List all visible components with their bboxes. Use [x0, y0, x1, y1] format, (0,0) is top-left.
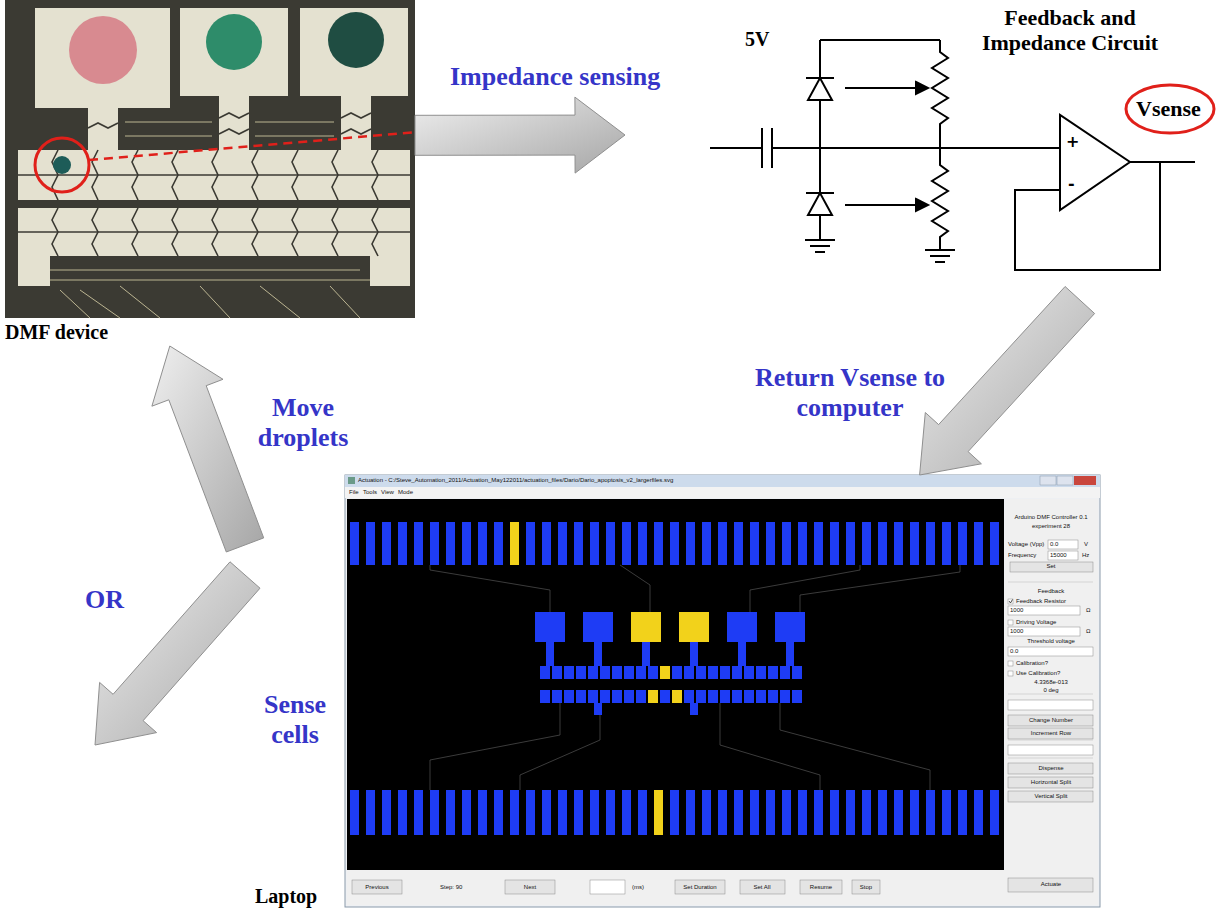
supply-label: 5V [745, 28, 769, 51]
opamp-sign: - [1068, 175, 1075, 193]
flow-arrow [415, 97, 625, 173]
unit: Ω [1086, 628, 1091, 635]
checkbox-label: Use Calibration? [1016, 670, 1060, 677]
panel-text: experiment 28 [1032, 523, 1070, 530]
field-value: 15000 [1050, 552, 1067, 559]
unit: Ω [1086, 607, 1091, 614]
menu-item: View [381, 489, 394, 496]
device-caption: Laptop [255, 885, 317, 908]
readout: 4.3368e-013 [1034, 679, 1068, 686]
button-text: Previous [365, 884, 388, 891]
button-text: Vertical Split [1034, 793, 1067, 800]
button-text: Stop [860, 884, 872, 891]
action-label: Sense cells [250, 690, 340, 750]
or-label: OR [85, 585, 124, 615]
unit: Hz [1082, 552, 1089, 559]
signal-name: Vsense [1136, 96, 1201, 121]
arrow-label: Impedance sensing [450, 62, 660, 92]
button-text: Set [1046, 563, 1055, 570]
dmf-photo [5, 0, 418, 318]
opamp-sign: + [1066, 133, 1079, 151]
readout: 0 deg [1043, 687, 1058, 694]
button-text: Horizontal Split [1031, 779, 1071, 786]
field-label: Frequency [1008, 552, 1036, 559]
button-text: Increment Row [1031, 730, 1071, 737]
impedance-circuit [710, 40, 1214, 270]
checkbox-label: Calibration? [1016, 660, 1048, 667]
flow-arrow [152, 346, 264, 552]
button-text: Dispense [1038, 765, 1063, 772]
button-text: Set All [753, 884, 770, 891]
field-value: 0.0 [1050, 541, 1058, 548]
menu-item: Mode [398, 489, 413, 496]
button-text: Change Number [1029, 717, 1073, 724]
arrow-label: Return Vsense to computer [730, 363, 970, 423]
window-title: Actuation - C:/Steve_Automation_2011/Act… [358, 477, 673, 484]
field-label: Voltage (Vpp) [1008, 541, 1044, 548]
circuit-panel: Feedback and Impedance Circuit [625, 0, 1215, 300]
field-label: Threshold voltage [1027, 638, 1075, 645]
arrow-label: Move droplets [248, 393, 358, 453]
device-photo: DMF device [5, 0, 415, 346]
checkbox-label: Driving Voltage [1016, 619, 1056, 626]
field-value: 1000 [1010, 628, 1023, 635]
software-screenshot [345, 475, 1100, 907]
button-text: Set Duration [683, 884, 716, 891]
field-value: 0.0 [1010, 648, 1018, 655]
circuit-title: Feedback and Impedance Circuit [965, 5, 1175, 56]
section-title: Feedback [1038, 588, 1064, 595]
unit: V [1084, 541, 1088, 548]
menu-item: Tools [363, 489, 377, 496]
laptop-screen: Laptop [245, 475, 1100, 915]
button-text: Actuate [1041, 881, 1061, 888]
menu-item: File [349, 489, 359, 496]
button-text: Next [524, 884, 536, 891]
device-caption: DMF device [5, 321, 108, 344]
unit: (ms) [632, 884, 644, 891]
flow-arrow [920, 287, 1095, 476]
panel-text: Arduino DMF Controller 0.1 [1014, 514, 1087, 521]
checkbox-label: Feedback Resistor [1016, 598, 1066, 605]
button-text: Resume [810, 884, 832, 891]
field-value: 1000 [1010, 607, 1023, 614]
step-counter: Step: 90 [440, 884, 462, 891]
